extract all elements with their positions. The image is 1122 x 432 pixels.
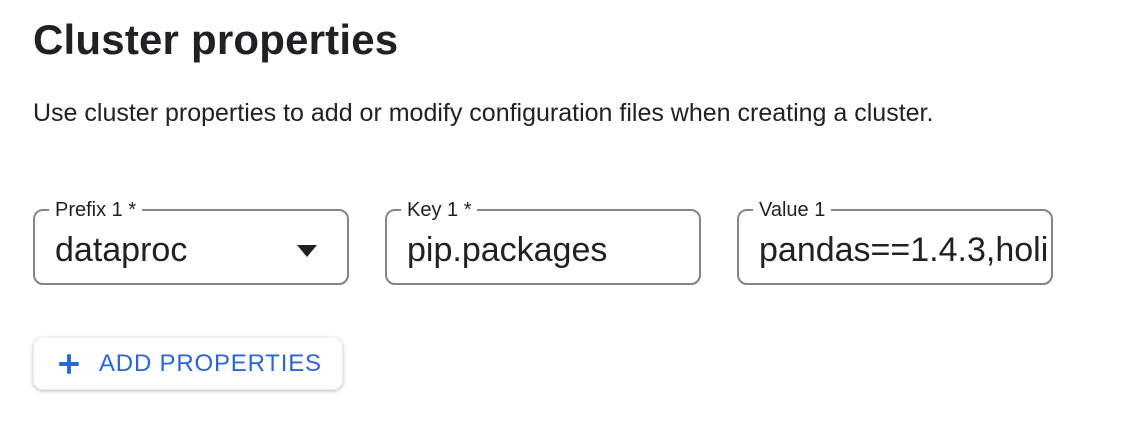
- prefix-1-dropdown[interactable]: Prefix 1 * dataproc: [33, 198, 349, 285]
- key-1-input[interactable]: Key 1 * pip.packages: [385, 198, 701, 285]
- value-1-label: Value 1: [753, 198, 832, 222]
- add-properties-button[interactable]: ADD PROPERTIES: [33, 337, 343, 390]
- key-1-label: Key 1 *: [401, 198, 478, 222]
- plus-icon: [56, 351, 82, 377]
- cluster-properties-section: Cluster properties Use cluster propertie…: [33, 16, 1122, 390]
- key-1-value: pip.packages: [407, 231, 608, 269]
- add-properties-label: ADD PROPERTIES: [99, 349, 322, 377]
- prefix-1-label: Prefix 1 *: [49, 198, 143, 222]
- page-title: Cluster properties: [33, 16, 399, 63]
- section-description: Use cluster properties to add or modify …: [33, 99, 934, 127]
- value-1-value: pandas==1.4.3,holiday: [759, 231, 1049, 269]
- value-1-input[interactable]: Value 1 pandas==1.4.3,holiday: [737, 198, 1053, 285]
- property-row-1: Prefix 1 * dataproc Key 1 * pip.packages…: [33, 198, 1122, 285]
- prefix-1-value: dataproc: [55, 231, 188, 269]
- dropdown-arrow-icon: [297, 245, 317, 257]
